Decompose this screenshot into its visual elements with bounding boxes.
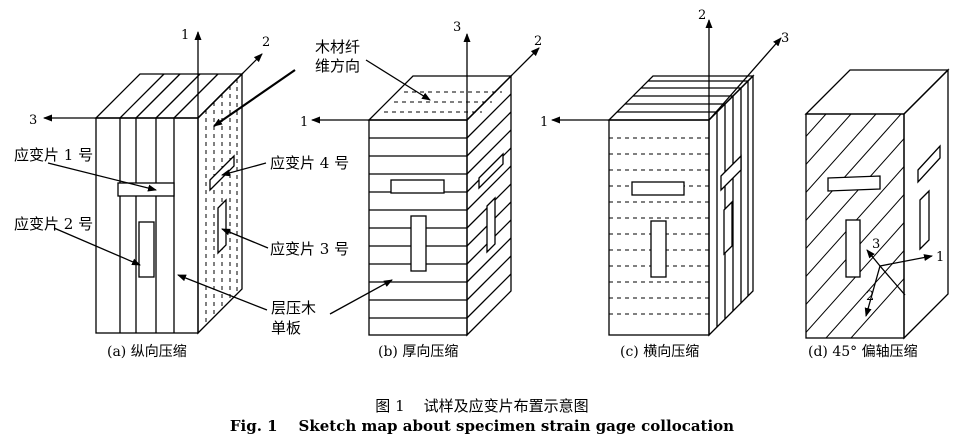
- c-axis-1: 1: [540, 115, 548, 130]
- b-label-grain-2: 维方向: [315, 57, 360, 75]
- c-axis-2: 2: [698, 8, 706, 23]
- specimen-a: [43, 31, 296, 335]
- a-axis-3: 3: [29, 113, 37, 128]
- b-label-grain-1: 木材纤: [315, 38, 360, 56]
- a-label-gage3: 应变片 3 号: [270, 240, 349, 258]
- b-axis-3: 3: [453, 20, 461, 35]
- a-axis-1: 1: [181, 28, 189, 43]
- a-label-gage1: 应变片 1 号: [14, 146, 93, 164]
- figure-caption-cn: 图 1 试样及应变片布置示意图: [375, 397, 588, 415]
- d-axis-2: 2: [866, 289, 874, 304]
- d-axis-1: 1: [936, 250, 944, 265]
- a-label-gage2: 应变片 2 号: [14, 215, 93, 233]
- d-axis-3: 3: [872, 237, 880, 252]
- c-axis-3: 3: [781, 31, 789, 46]
- b-axis-1: 1: [300, 115, 308, 130]
- a-label-veneer-1: 层压木: [271, 299, 316, 317]
- specimen-c: [551, 19, 782, 337]
- a-caption: (a) 纵向压缩: [107, 344, 187, 360]
- a-label-veneer-2: 单板: [271, 319, 301, 337]
- b-caption: (b) 厚向压缩: [378, 344, 458, 360]
- c-caption: (c) 横向压缩: [620, 344, 699, 360]
- specimen-b: [311, 33, 540, 337]
- specimen-d: [804, 68, 950, 340]
- figure-caption-en: Fig. 1 Sketch map about specimen strain …: [230, 417, 734, 435]
- a-label-gage4: 应变片 4 号: [270, 154, 349, 172]
- a-axis-2: 2: [262, 35, 270, 50]
- b-axis-2: 2: [534, 34, 542, 49]
- d-caption: (d) 45° 偏轴压缩: [808, 344, 918, 360]
